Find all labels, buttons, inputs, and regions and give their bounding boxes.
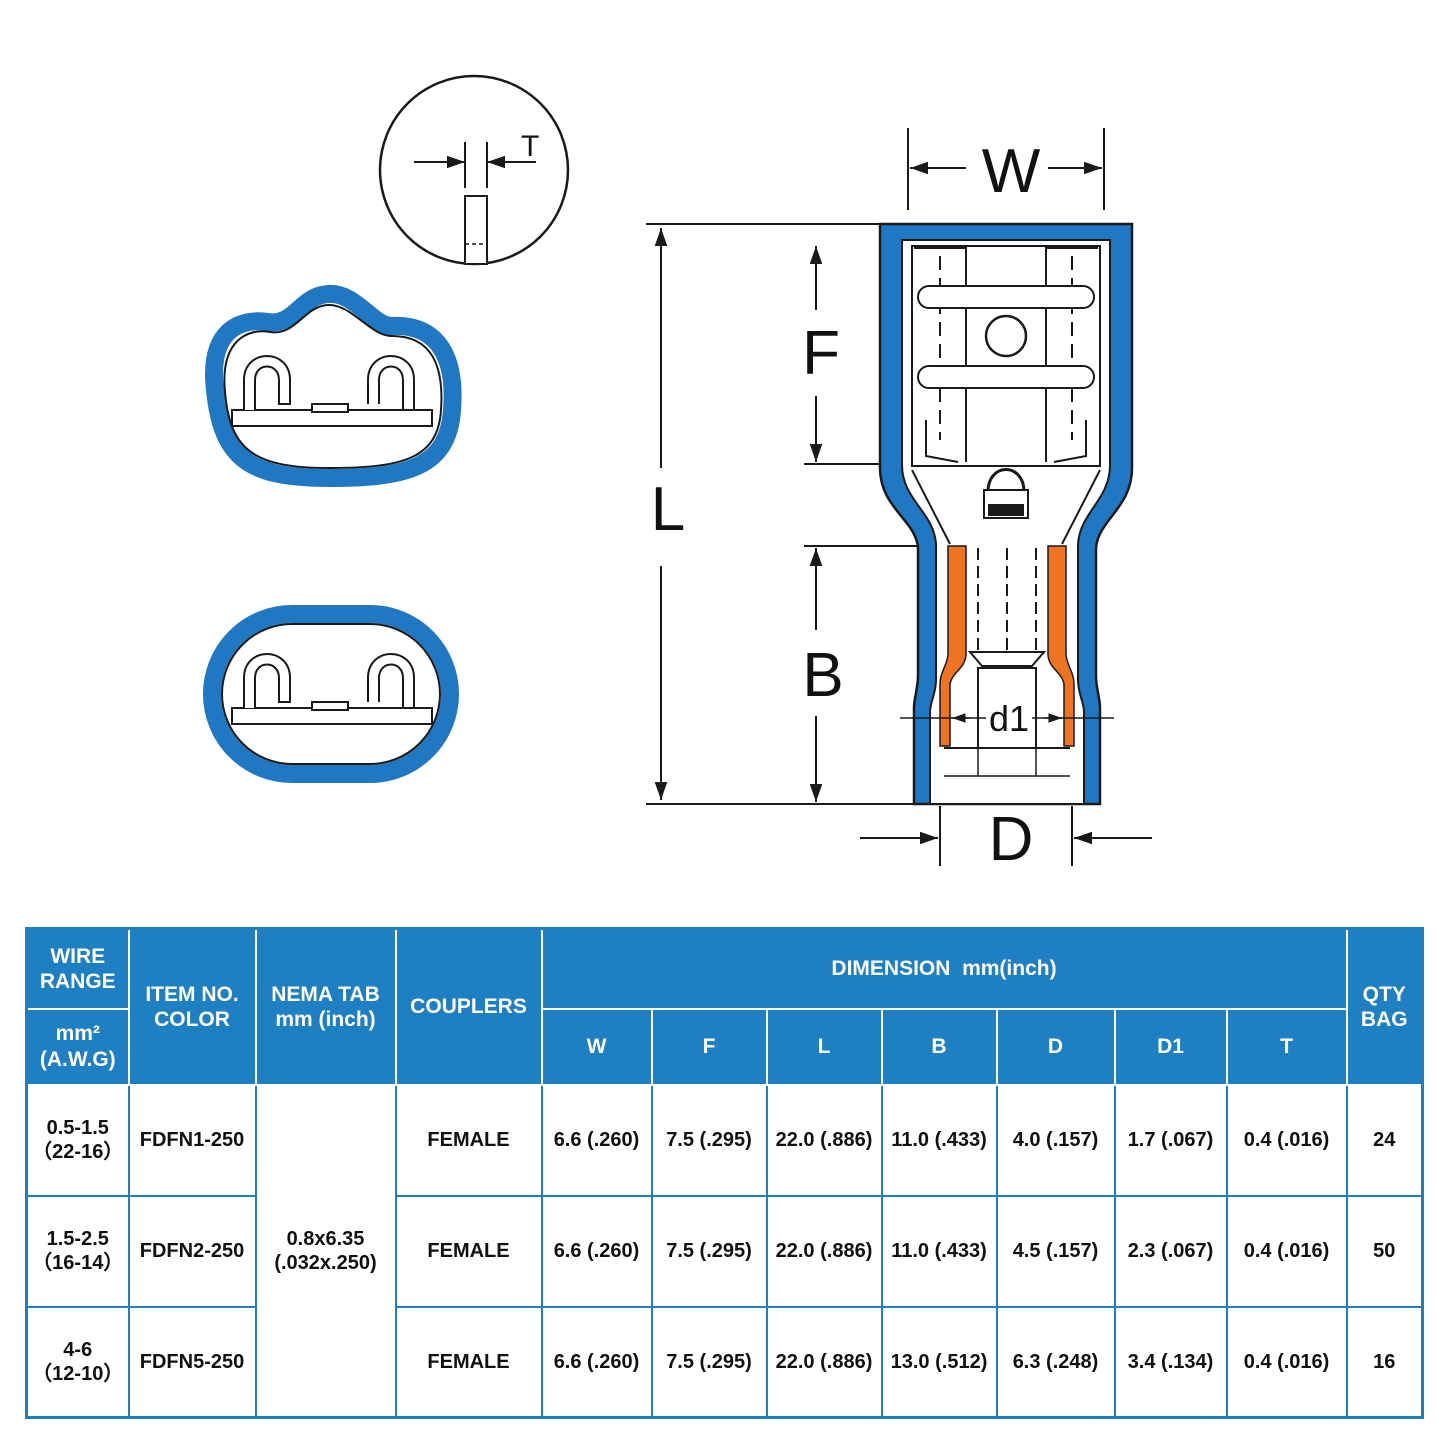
cell-dim-b: 11.0 (.433) (880, 1083, 998, 1197)
terminal-drawing: T (203, 74, 1152, 874)
header-dim-t: T (1225, 1007, 1348, 1086)
cell-dim-t: 0.4 (.016) (1225, 1305, 1348, 1419)
cell-qty: 16 (1345, 1305, 1424, 1419)
label-d1: d1 (989, 698, 1029, 739)
header-couplers: COUPLERS (394, 927, 543, 1086)
dimension-lines: W L F B d1 D (646, 128, 1152, 874)
cell-dim-f: 7.5 (.295) (650, 1083, 768, 1197)
cell-item-no: FDFN2-250 (127, 1194, 257, 1308)
cell-wire-range: 0.5-1.5 （22-16） (25, 1083, 130, 1197)
cell-qty: 24 (1345, 1083, 1424, 1197)
cell-dim-f: 7.5 (.295) (650, 1194, 768, 1308)
header-dim-b: B (880, 1007, 998, 1086)
cell-item-no: FDFN1-250 (127, 1083, 257, 1197)
cell-dim-d1: 3.4 (.134) (1113, 1305, 1228, 1419)
header-wire-range: WIRE RANGE (25, 927, 130, 1010)
cell-nema-tab: 0.8x6.35 (.032x.250) (254, 1083, 397, 1419)
label-w: W (982, 137, 1041, 206)
cell-dim-b: 13.0 (.512) (880, 1305, 998, 1419)
cell-dim-d1: 2.3 (.067) (1113, 1194, 1228, 1308)
label-d: D (989, 805, 1034, 874)
header-dim-d: D (995, 1007, 1116, 1086)
cell-dim-d1: 1.7 (.067) (1113, 1083, 1228, 1197)
cell-dim-l: 22.0 (.886) (765, 1305, 883, 1419)
header-dim-w: W (540, 1007, 653, 1086)
table-row: 4-6 （12-10） FDFN5-250 FEMALE 6.6 (.260) … (25, 1305, 1424, 1419)
cell-dim-w: 6.6 (.260) (540, 1083, 653, 1197)
cell-dim-w: 6.6 (.260) (540, 1194, 653, 1308)
label-b: B (802, 641, 843, 710)
cell-couplers: FEMALE (394, 1194, 543, 1308)
end-view-top (205, 285, 462, 488)
cell-dim-w: 6.6 (.260) (540, 1305, 653, 1419)
cell-dim-d: 4.5 (.157) (995, 1194, 1116, 1308)
cell-qty: 50 (1345, 1194, 1424, 1308)
cell-couplers: FEMALE (394, 1305, 543, 1419)
thickness-detail-circle: T (378, 74, 570, 266)
cell-dim-d: 6.3 (.248) (995, 1305, 1116, 1419)
header-wire-units: mm² (A.W.G) (25, 1007, 130, 1086)
label-l: L (651, 475, 685, 544)
header-item-no: ITEM NO. COLOR (127, 927, 257, 1086)
cell-wire-range: 4-6 （12-10） (25, 1305, 130, 1419)
cell-item-no: FDFN5-250 (127, 1305, 257, 1419)
cell-couplers: FEMALE (394, 1083, 543, 1197)
terminal-side-view (878, 222, 1134, 806)
table-row: 1.5-2.5 （16-14） FDFN2-250 FEMALE 6.6 (.2… (25, 1194, 1424, 1308)
cell-dim-t: 0.4 (.016) (1225, 1083, 1348, 1197)
label-t: T (521, 130, 539, 163)
end-view-bottom (203, 605, 459, 783)
cell-dim-f: 7.5 (.295) (650, 1305, 768, 1419)
table-row: 0.5-1.5 （22-16） FDFN1-250 0.8x6.35 (.032… (25, 1083, 1424, 1419)
label-f: F (802, 319, 840, 388)
cell-dim-t: 0.4 (.016) (1225, 1194, 1348, 1308)
spec-table: WIRE RANGE ITEM NO. COLOR NEMA TAB mm (i… (25, 927, 1425, 1419)
header-dim-f: F (650, 1007, 768, 1086)
cell-dim-l: 22.0 (.886) (765, 1083, 883, 1197)
header-nema-tab: NEMA TAB mm (inch) (254, 927, 397, 1086)
header-qty-bag: QTY BAG (1345, 927, 1424, 1086)
cell-wire-range: 1.5-2.5 （16-14） (25, 1194, 130, 1308)
cell-dim-l: 22.0 (.886) (765, 1194, 883, 1308)
cell-dim-d: 4.0 (.157) (995, 1083, 1116, 1197)
cell-dim-b: 11.0 (.433) (880, 1194, 998, 1308)
header-dim-d1: D1 (1113, 1007, 1228, 1086)
header-dimension: DIMENSION mm(inch) (540, 927, 1348, 1010)
header-dim-l: L (765, 1007, 883, 1086)
